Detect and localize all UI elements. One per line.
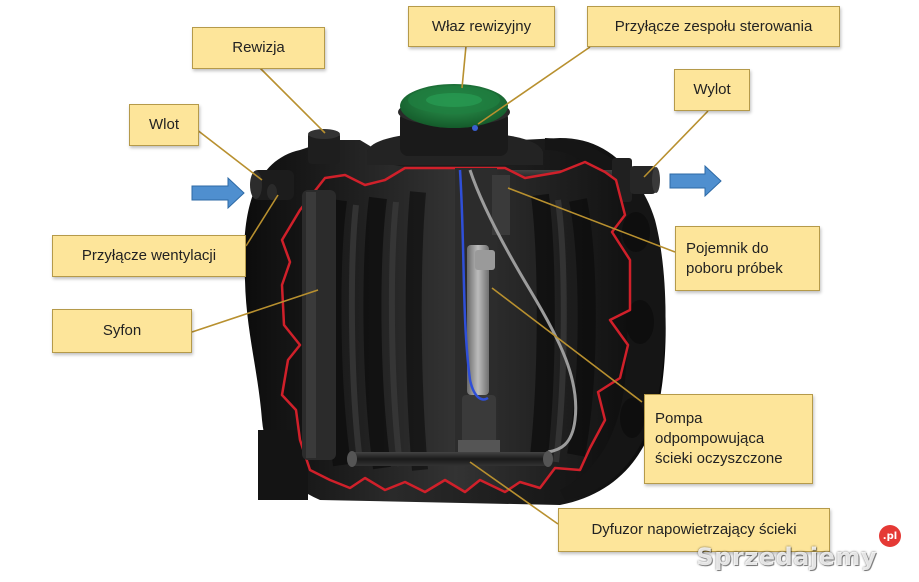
leader-wlot: [191, 125, 263, 181]
inflow-arrow-icon: [191, 176, 245, 210]
label-przylacze-sterowania: Przyłącze zespołu sterowania: [587, 6, 840, 47]
label-wylot: Wylot: [674, 69, 750, 111]
inspection-hatch: [367, 84, 543, 170]
outflow-arrow-icon: [669, 164, 722, 198]
flow-arrows: [191, 164, 722, 210]
label-przylacze-wentylacji: Przyłącze wentylacji: [52, 235, 246, 277]
leader-wylot: [643, 110, 709, 178]
inlet-fittings: [250, 129, 340, 200]
label-syfon: Syfon: [52, 309, 192, 353]
leader-pompa: [491, 287, 643, 403]
label-pojemnik: Pojemnik do poboru próbek: [675, 226, 820, 291]
siphon: [302, 190, 336, 460]
label-wlot: Wlot: [129, 104, 199, 146]
leader-dyfuzor: [469, 461, 559, 525]
leader-lines: [191, 45, 709, 525]
leader-wentylacja: [245, 194, 279, 247]
leader-wlaz: [461, 45, 467, 89]
label-wlaz-rewizyjny: Właz rewizyjny: [408, 6, 555, 47]
label-rewizja: Rewizja: [192, 27, 325, 69]
diffuser: [347, 451, 553, 467]
label-pompa: Pompa odpompowująca ścieki oczyszczone: [644, 394, 813, 484]
leader-syfon: [191, 289, 319, 333]
leader-rewizja: [259, 67, 326, 134]
watermark: Sprzedajemy: [696, 543, 877, 571]
watermark-badge: .pl: [879, 525, 901, 547]
leader-sterowanie: [477, 46, 591, 125]
label-dyfuzor: Dyfuzor napowietrzający ścieki: [558, 508, 830, 552]
leader-pojemnik: [507, 187, 676, 253]
